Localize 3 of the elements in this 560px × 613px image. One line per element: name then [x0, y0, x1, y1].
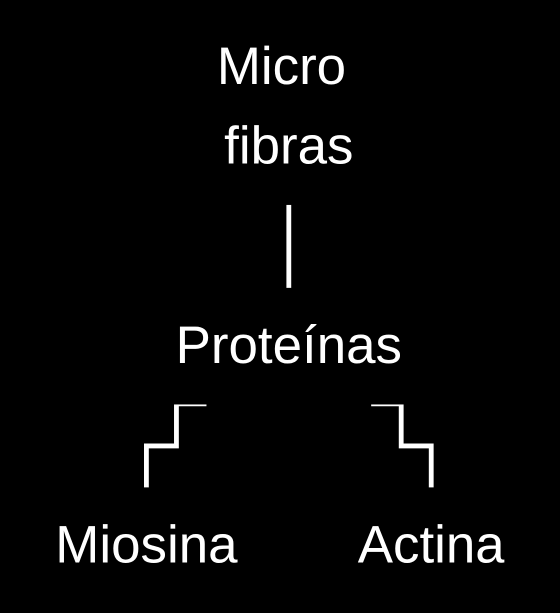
node-text: Miosina [55, 516, 238, 575]
node-text: Actina [358, 516, 505, 575]
node-text: Micro fibras [216, 37, 354, 176]
